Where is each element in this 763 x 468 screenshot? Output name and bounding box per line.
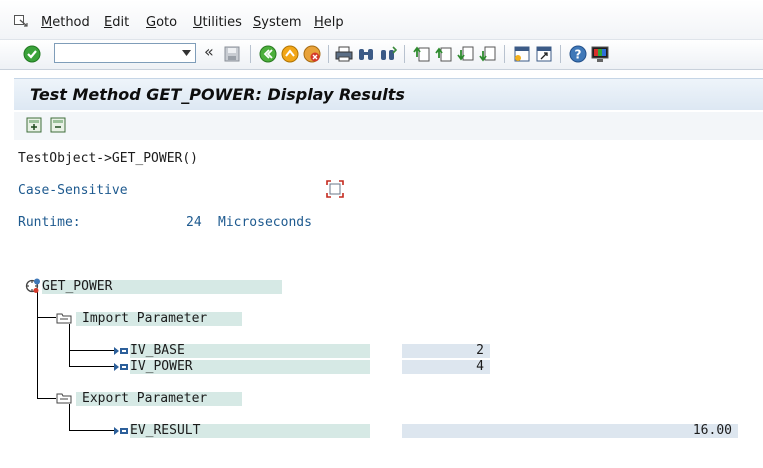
expand-all-icon[interactable] — [24, 115, 44, 135]
iv-power-value[interactable]: 4 — [476, 359, 484, 374]
parameter-arrow-icon — [114, 361, 130, 371]
toolbar-separator — [560, 45, 561, 63]
last-page-icon[interactable] — [478, 44, 498, 64]
toolbar-separator — [504, 45, 505, 63]
ev-result-value[interactable]: 16.00 — [692, 423, 732, 438]
application-toolbar — [14, 112, 763, 140]
tree-line — [69, 430, 115, 431]
tree-line — [37, 317, 56, 318]
first-page-icon[interactable] — [412, 44, 432, 64]
root-node-label[interactable]: GET_POWER — [42, 279, 113, 294]
parameter-arrow-icon — [114, 425, 130, 435]
command-field[interactable] — [54, 43, 196, 63]
import-parameter-label[interactable]: Import Parameter — [82, 311, 208, 326]
history-back-glyph[interactable]: « — [204, 42, 214, 61]
exit-icon[interactable] — [280, 44, 300, 64]
object-call-text: TestObject->GET_POWER() — [18, 151, 199, 166]
iv-base-field — [130, 344, 370, 358]
root-node-field — [42, 280, 282, 294]
tree-line — [69, 324, 70, 366]
tree-line — [69, 366, 115, 367]
title-band: Test Method GET_POWER: Display Results — [0, 70, 763, 112]
menu-utilities[interactable]: Utilities — [193, 15, 242, 30]
shortcut-icon[interactable] — [534, 44, 554, 64]
parameter-arrow-icon — [114, 345, 130, 355]
method-node-icon — [25, 278, 41, 294]
iv-power-value-box — [402, 360, 490, 374]
runtime-unit: Microseconds — [218, 215, 312, 230]
chevron-down-icon[interactable] — [179, 45, 193, 61]
create-session-icon[interactable] — [512, 44, 532, 64]
standard-toolbar: « — [0, 40, 763, 70]
toolbar-separator — [250, 45, 251, 63]
back-icon[interactable] — [258, 44, 278, 64]
menu-goto[interactable]: Goto — [146, 15, 178, 30]
ev-result-value-box — [402, 424, 738, 438]
page-title: Test Method GET_POWER: Display Results — [30, 85, 405, 104]
next-page-icon[interactable] — [456, 44, 476, 64]
collapse-all-icon[interactable] — [48, 115, 68, 135]
runtime-label: Runtime: — [18, 215, 81, 230]
menu-method[interactable]: Method — [41, 15, 90, 30]
iv-power-field — [130, 360, 370, 374]
toolbar-separator — [328, 45, 329, 63]
cancel-icon[interactable] — [302, 44, 322, 64]
runtime-value: 24 — [186, 215, 202, 230]
ev-result-name[interactable]: EV_RESULT — [130, 423, 201, 438]
export-parameter-label[interactable]: Export Parameter — [82, 391, 208, 406]
case-sensitive-checkbox[interactable] — [326, 180, 344, 198]
results-area: TestObject->GET_POWER() Case-Sensitive R… — [14, 140, 763, 468]
save-icon[interactable] — [222, 44, 242, 64]
menu-edit[interactable]: Edit — [104, 15, 130, 30]
customize-layout-icon[interactable] — [590, 44, 610, 64]
tree-line — [69, 350, 115, 351]
help-icon[interactable]: ? — [568, 44, 588, 64]
print-icon[interactable] — [334, 44, 354, 64]
find-icon[interactable] — [356, 44, 376, 64]
menu-help[interactable]: Help — [314, 15, 344, 30]
find-next-icon[interactable] — [378, 44, 398, 64]
iv-base-name[interactable]: IV_BASE — [130, 343, 185, 358]
tree-line — [37, 398, 56, 399]
tree-line — [69, 404, 70, 430]
iv-base-value-box — [402, 344, 490, 358]
export-folder-field — [76, 392, 242, 406]
system-menu-icon[interactable] — [14, 12, 28, 27]
title-bar: Test Method GET_POWER: Display Results — [14, 78, 763, 110]
menu-system[interactable]: System — [253, 15, 302, 30]
iv-base-value[interactable]: 2 — [476, 343, 484, 358]
case-sensitive-label: Case-Sensitive — [18, 183, 128, 198]
ev-result-field — [130, 424, 370, 438]
import-folder-field — [76, 312, 242, 326]
svg-text:?: ? — [575, 48, 582, 62]
folder-icon[interactable] — [56, 311, 72, 325]
enter-check-icon[interactable] — [22, 44, 42, 64]
tree-line — [37, 292, 38, 398]
toolbar-separator — [404, 45, 405, 63]
previous-page-icon[interactable] — [434, 44, 454, 64]
iv-power-name[interactable]: IV_POWER — [130, 359, 193, 374]
menu-bar: Method Edit Goto Utilities System Help — [0, 0, 763, 40]
folder-icon[interactable] — [56, 391, 72, 405]
